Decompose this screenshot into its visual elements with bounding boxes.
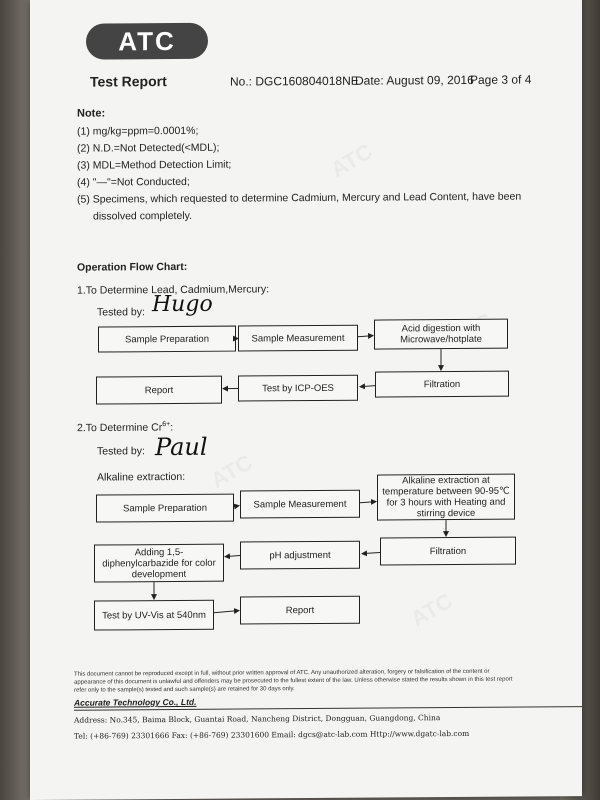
arrow [359, 498, 377, 505]
arrow [357, 332, 374, 339]
company-name: Accurate Technology Co., Ltd. [74, 696, 197, 708]
arrow [233, 503, 240, 510]
arrow [359, 383, 376, 390]
report-page: ATC ATC ATC ATC ATC Test Report No.: DGC… [30, 0, 582, 800]
arrow [213, 607, 240, 614]
flow-arrows [151, 332, 449, 614]
arrow [361, 550, 381, 557]
arrow [224, 553, 241, 560]
